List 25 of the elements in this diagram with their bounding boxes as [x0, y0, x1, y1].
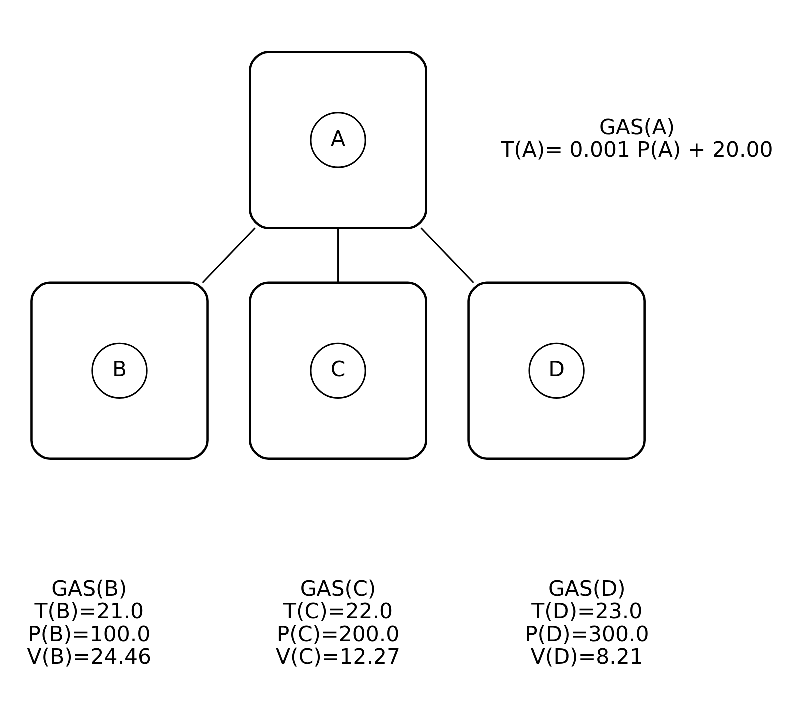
- cluster: [468, 281, 646, 460]
- node-circle: C: [310, 342, 366, 398]
- cluster: [249, 281, 428, 460]
- node-label: V(D)=8.21: [530, 644, 644, 670]
- node-label: GAS(A): [599, 114, 676, 140]
- node-label: T(C)=22.0: [284, 599, 394, 624]
- node-label: T(A)= 0.001 P(A) + 20.00: [501, 138, 774, 163]
- cluster: [30, 281, 209, 460]
- node-label: GAS(D): [548, 576, 626, 602]
- node-label: GAS(B): [52, 576, 128, 602]
- cluster: [249, 50, 428, 229]
- node-label: P(B)=100.0: [28, 622, 151, 647]
- node-label: P(D)=300.0: [525, 622, 650, 647]
- node-label: GAS(C): [300, 576, 376, 602]
- node-label: P(C)=200.0: [276, 622, 400, 647]
- connector: [420, 227, 474, 283]
- connector: [338, 228, 340, 282]
- node-circle: A: [310, 112, 366, 168]
- connector: [202, 227, 256, 283]
- node-label: T(D)=23.0: [532, 599, 643, 624]
- node-label: V(C)=12.27: [276, 644, 401, 670]
- node-label: V(B)=24.46: [27, 644, 152, 670]
- node-label: T(B)=21.0: [34, 599, 144, 624]
- node-circle: D: [528, 342, 585, 398]
- node-circle: B: [92, 342, 148, 398]
